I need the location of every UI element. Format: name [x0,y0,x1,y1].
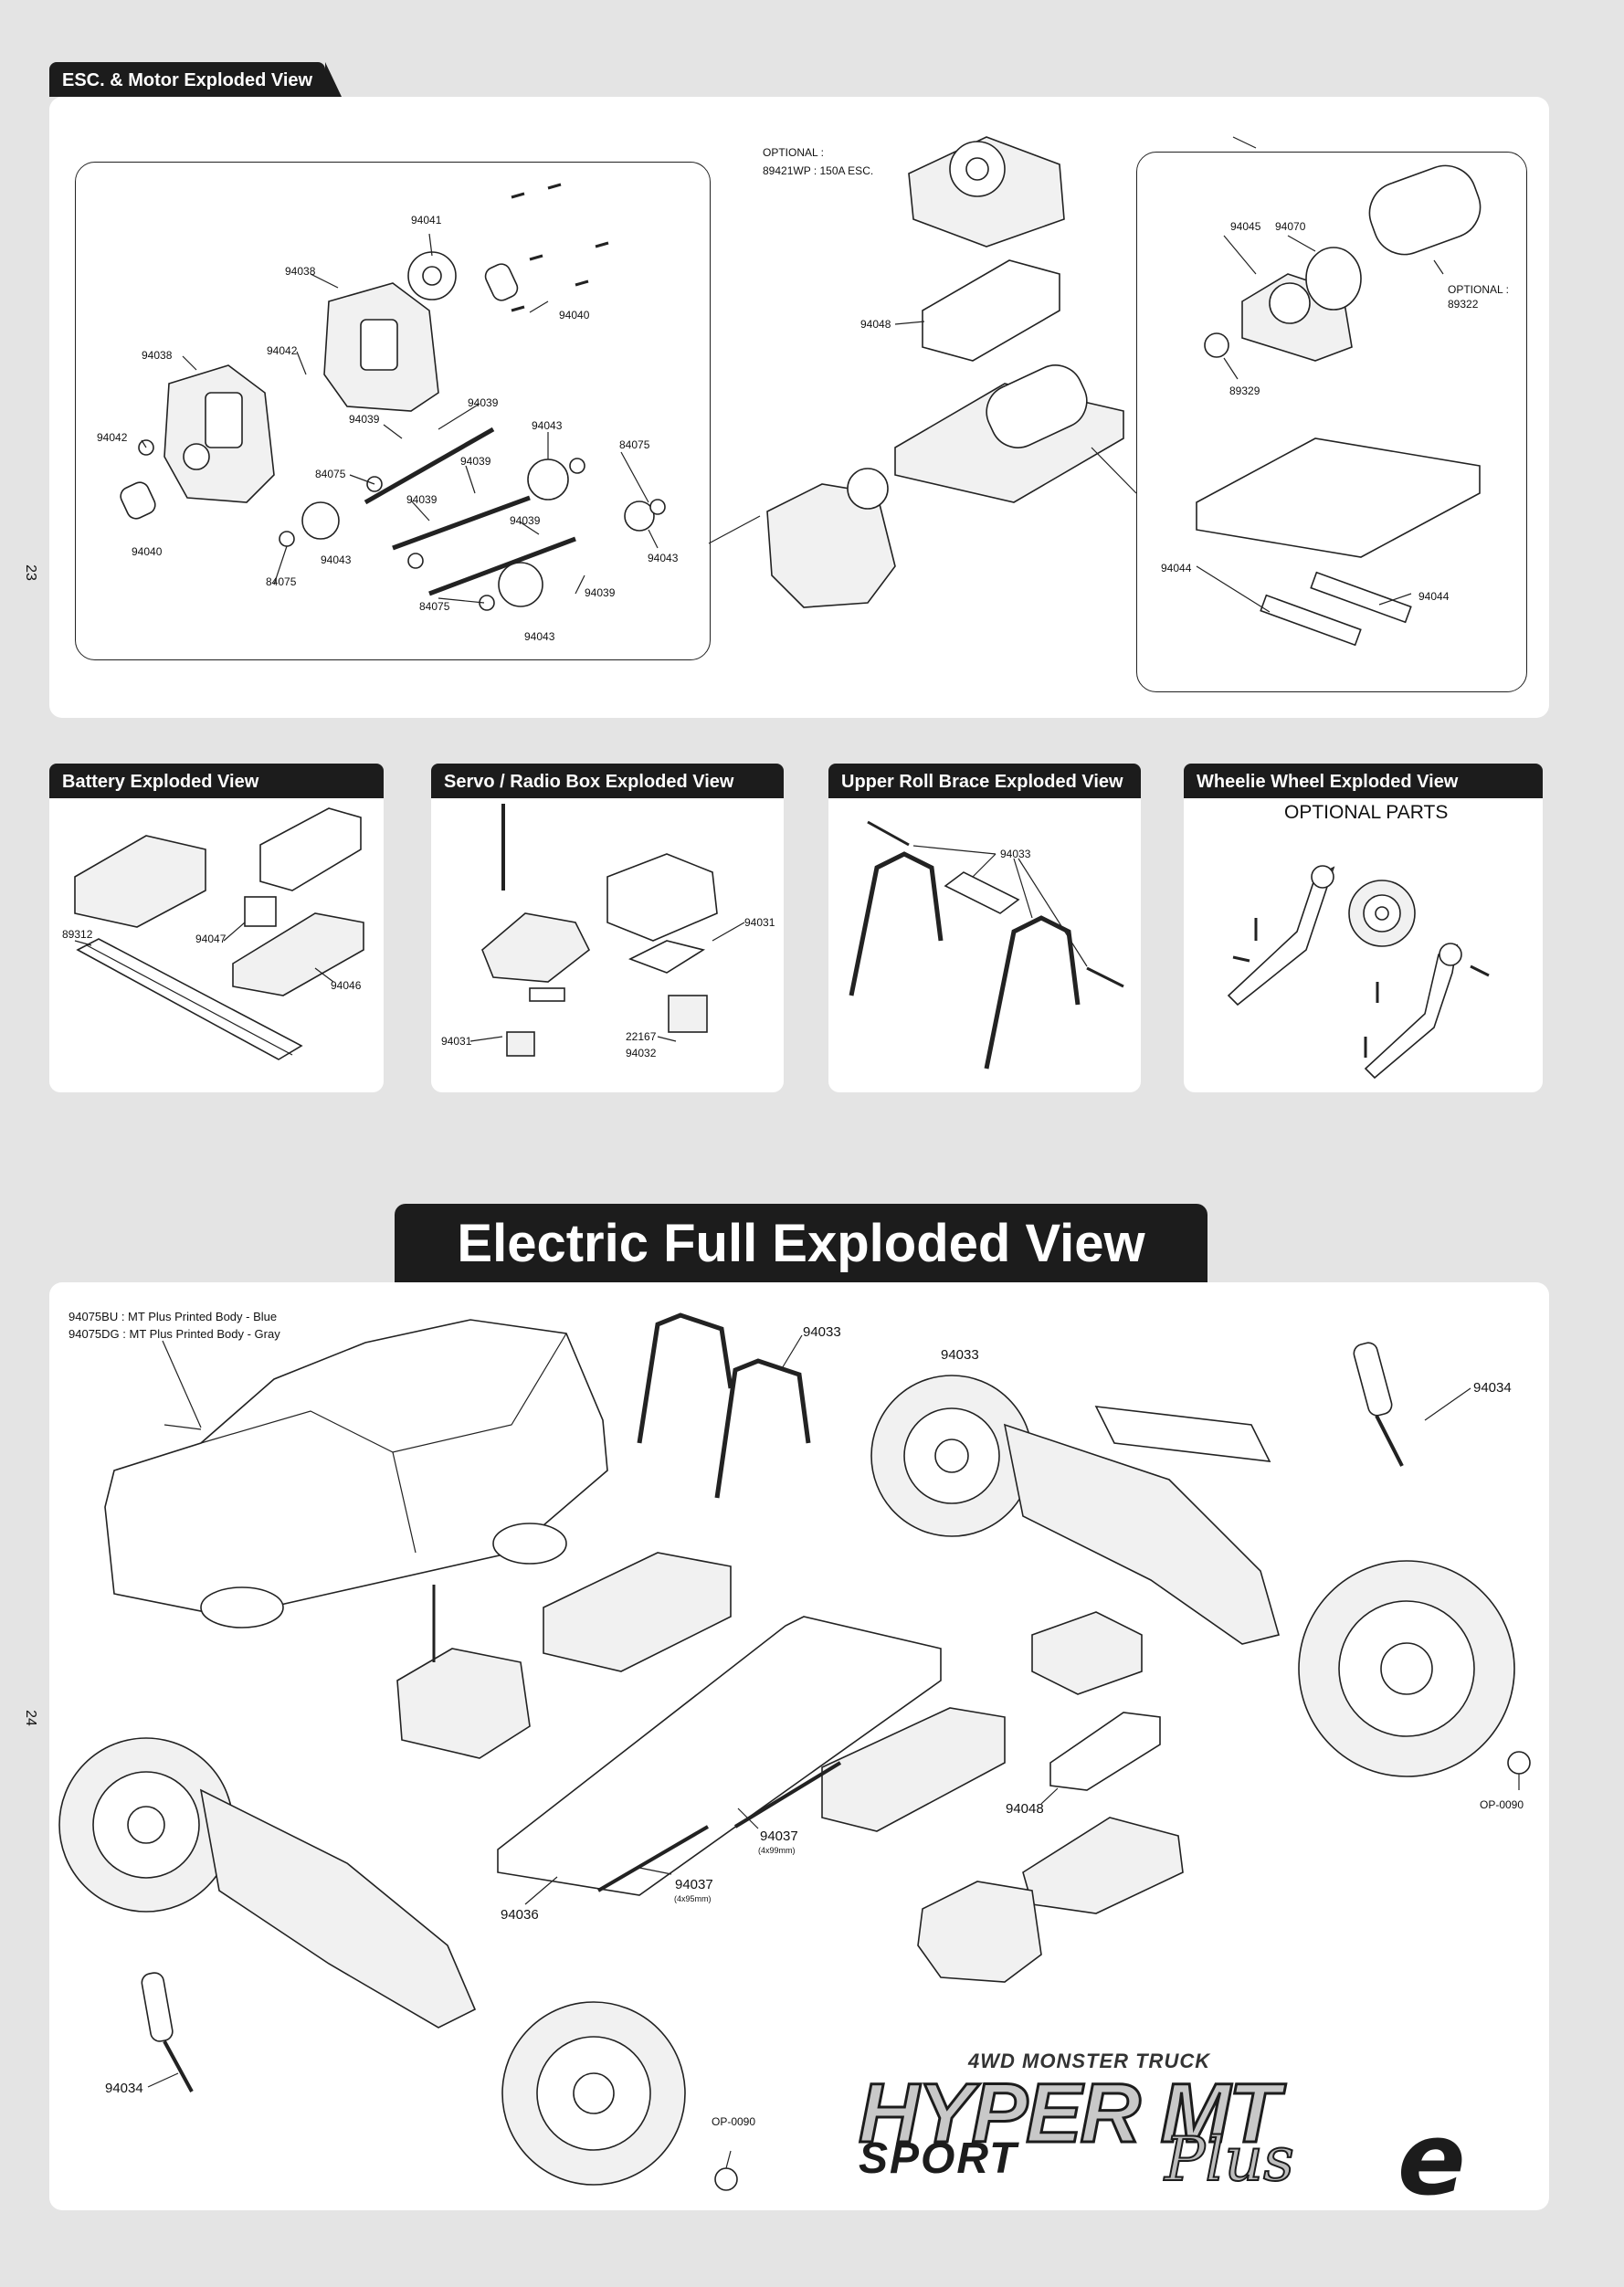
logo-line-5: e [1397,2101,1466,2218]
part-94039a: 94039 [468,396,499,409]
part-94043b: 94043 [321,553,352,566]
servo-title: Servo / Radio Box Exploded View [431,764,784,798]
part-94037-b: 94037 [675,1877,713,1892]
part-94033-front: 94033 [941,1347,979,1363]
optional-esc-label-1: OPTIONAL : [763,146,824,159]
full-exploded-title: Electric Full Exploded View [395,1204,1207,1282]
part-22167: 22167 [626,1030,657,1043]
part-84075a: 84075 [619,438,650,451]
part-94043a: 94043 [532,419,563,432]
part-94034-left: 94034 [105,2081,143,2096]
wheelie-title: Wheelie Wheel Exploded View [1184,764,1543,798]
logo-line-4: Plus [1164,2124,1295,2196]
part-94042b: 94042 [97,431,128,444]
part-94031b: 94031 [441,1035,472,1048]
part-94033-cage: 94033 [803,1324,841,1340]
part-94038a: 94038 [285,265,316,278]
part-94031a: 94031 [744,916,775,929]
logo-line-3: SPORT [859,2134,1018,2183]
part-94037-a: 94037 [760,1829,798,1844]
part-94044b: 94044 [1418,590,1450,603]
logo-line-2: HYPER MT [857,2066,1281,2162]
part-89329: 89329 [1229,385,1260,397]
optional-motor-label-1: OPTIONAL : [1448,283,1509,296]
hyper-mt-logo: 4WD MONSTER TRUCK HYPER MT SPORT Plus e [849,2046,1516,2218]
roll-brace-title: Upper Roll Brace Exploded View [828,764,1141,798]
wheelie-panel [1184,796,1543,1092]
part-94043c: 94043 [648,552,679,564]
battery-title: Battery Exploded View [49,764,384,798]
motor-mount-inset [1136,152,1527,692]
part-94047: 94047 [195,933,227,945]
part-89312: 89312 [62,928,93,941]
optional-parts-label: OPTIONAL PARTS [1284,802,1449,823]
part-84075c: 84075 [266,575,297,588]
part-84075b: 84075 [315,468,346,480]
part-94043d: 94043 [524,630,555,643]
part-94044a: 94044 [1161,562,1192,574]
part-94046: 94046 [331,979,362,992]
part-94040a: 94040 [559,309,590,321]
part-94039f: 94039 [585,586,616,599]
part-94040b: 94040 [132,545,163,558]
body-label-gray: 94075DG : MT Plus Printed Body - Gray [69,1327,280,1341]
part-94037-a-size: (4x99mm) [758,1846,796,1855]
optional-esc-label-2: 89421WP : 150A ESC. [763,164,874,177]
part-94039b: 94039 [349,413,380,426]
part-94036: 94036 [501,1907,539,1923]
part-94032: 94032 [626,1047,657,1059]
part-94070: 94070 [1275,220,1306,233]
part-94037-b-size: (4x95mm) [674,1894,712,1903]
part-94033-roll: 94033 [1000,848,1031,860]
part-94045: 94045 [1230,220,1261,233]
body-label-blue: 94075BU : MT Plus Printed Body - Blue [69,1310,278,1323]
part-94041: 94041 [411,214,442,227]
esc-motor-title: ESC. & Motor Exploded View [49,62,343,97]
part-94042a: 94042 [267,344,298,357]
part-94048-full: 94048 [1006,1801,1044,1817]
part-94048: 94048 [860,318,891,331]
part-94034-right: 94034 [1473,1380,1512,1396]
optional-motor-label-2: 89322 [1448,298,1479,311]
part-84075d: 84075 [419,600,450,613]
op-0090-bottom: OP-0090 [712,2115,756,2128]
roll-brace-panel [828,796,1141,1092]
gearbox-inset [75,162,711,660]
part-94038b: 94038 [142,349,173,362]
logo-line-1: 4WD MONSTER TRUCK [968,2050,1211,2072]
part-94039e: 94039 [510,514,541,527]
part-94039c: 94039 [460,455,491,468]
part-94039d: 94039 [406,493,438,506]
op-0090-right: OP-0090 [1480,1798,1524,1811]
